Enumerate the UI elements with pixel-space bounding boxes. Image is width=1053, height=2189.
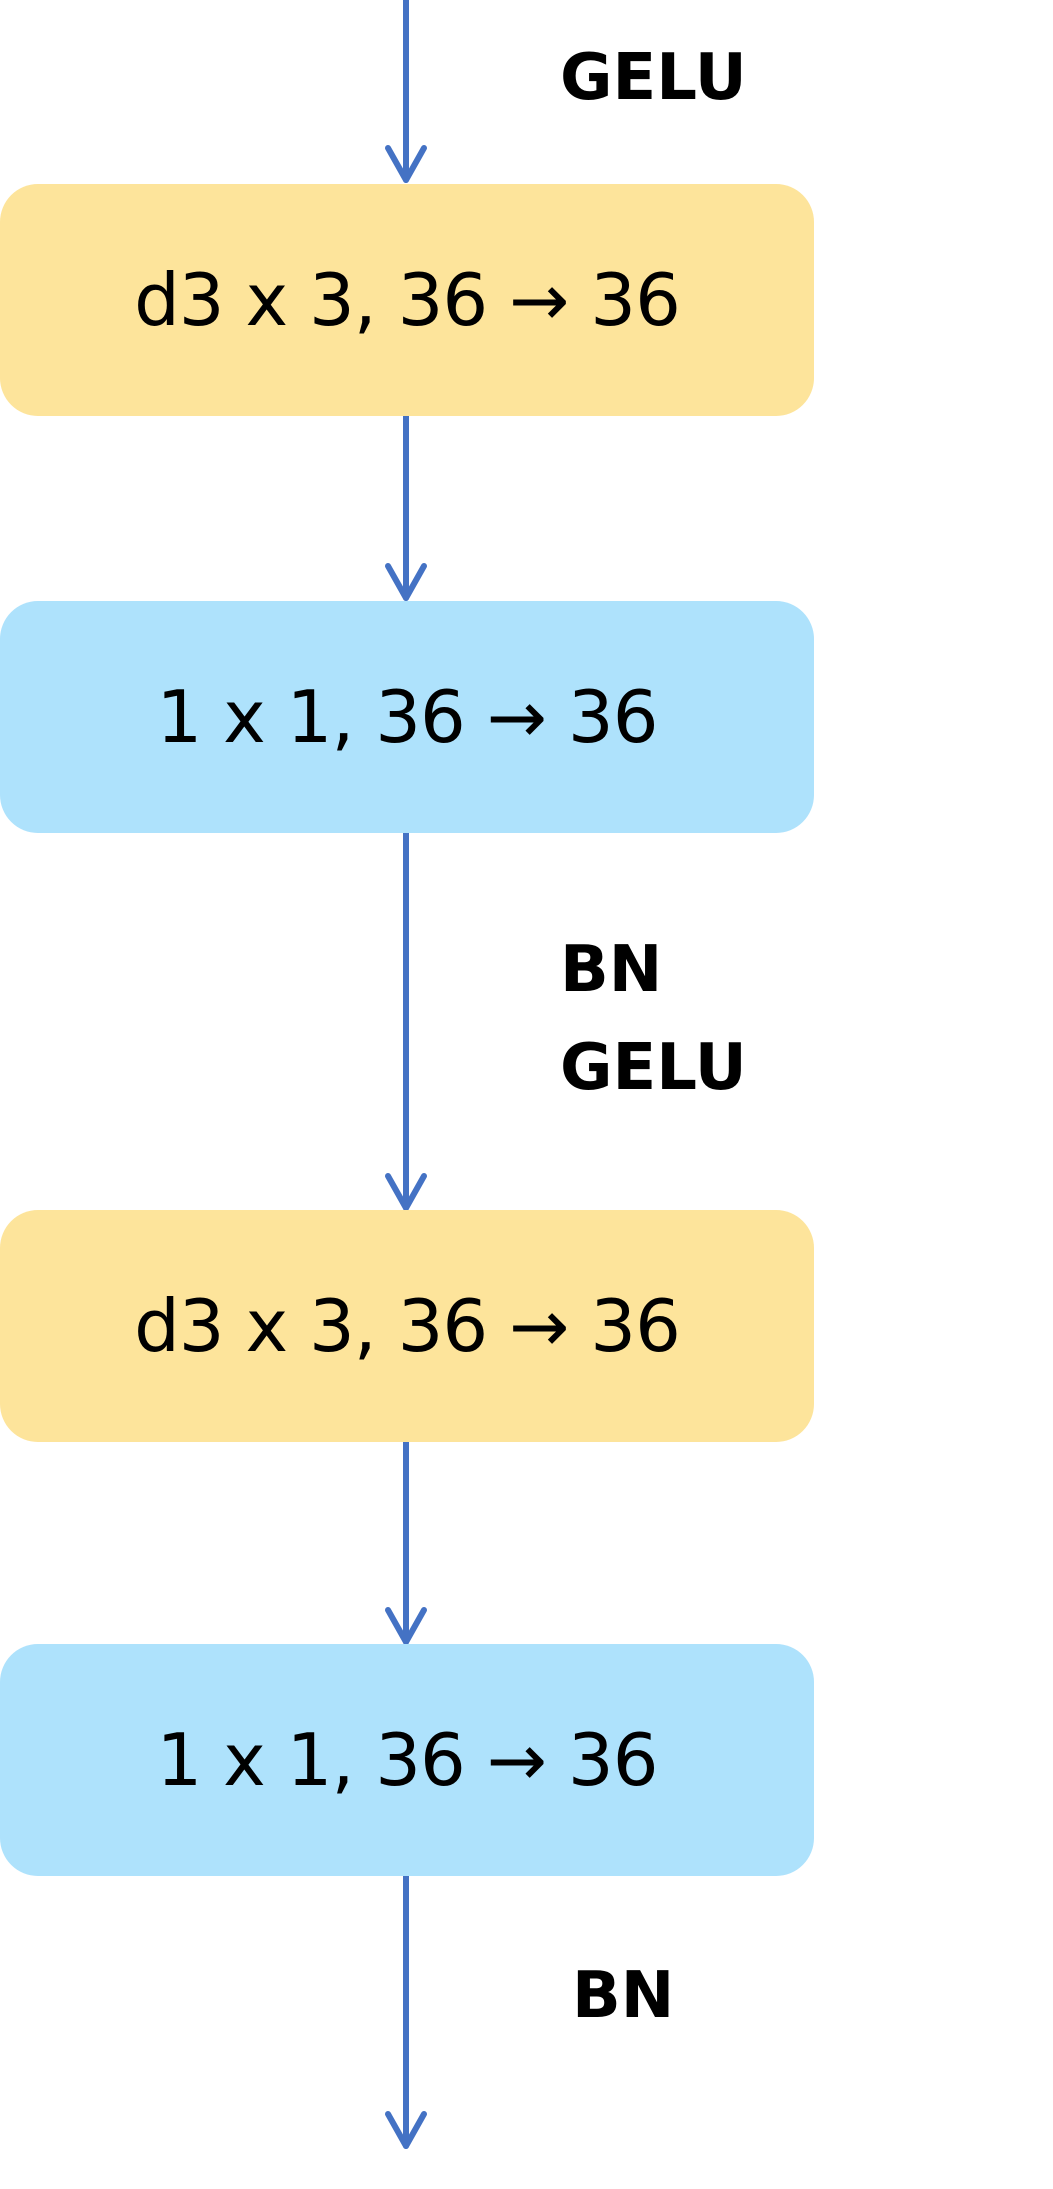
arrow-input <box>385 0 427 183</box>
norm-label-middle: BN <box>560 933 663 1007</box>
arrow-pw1-to-dw2 <box>385 829 427 1211</box>
arrow-dw1-to-pw1 <box>385 412 427 601</box>
norm-label-bottom: BN <box>572 1959 675 2033</box>
block-label: 1 x 1, 36 → 36 <box>156 1718 658 1802</box>
arrow-output <box>385 1871 427 2149</box>
pointwise-conv-block-2: 1 x 1, 36 → 36 <box>0 1644 814 1876</box>
block-label: 1 x 1, 36 → 36 <box>156 675 658 759</box>
arrow-dw2-to-pw2 <box>385 1437 427 1645</box>
activation-label-middle: GELU <box>560 1031 747 1105</box>
block-label: d3 x 3, 36 → 36 <box>134 1284 681 1368</box>
depthwise-conv-block-2: d3 x 3, 36 → 36 <box>0 1210 814 1442</box>
block-label: d3 x 3, 36 → 36 <box>134 258 681 342</box>
depthwise-conv-block-1: d3 x 3, 36 → 36 <box>0 184 814 416</box>
activation-label-top: GELU <box>560 41 747 115</box>
pointwise-conv-block-1: 1 x 1, 36 → 36 <box>0 601 814 833</box>
